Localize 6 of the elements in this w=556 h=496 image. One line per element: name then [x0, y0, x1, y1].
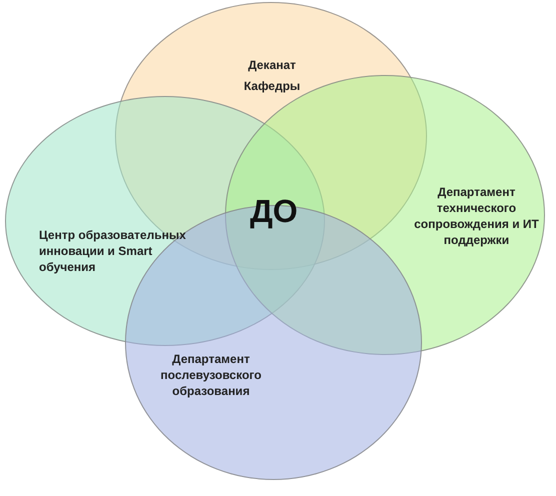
center-label: ДО	[250, 192, 298, 230]
circle-label: Департамент послевузовского образования	[160, 351, 262, 399]
circle-label: Деканат	[247, 57, 297, 73]
circle-label: Центр образовательных инновации и Smart обучения	[39, 227, 187, 275]
circle-label: Департамент технического сопровождения и ИТ поддержки	[414, 184, 539, 248]
circle-label: Кафедры	[242, 78, 302, 94]
